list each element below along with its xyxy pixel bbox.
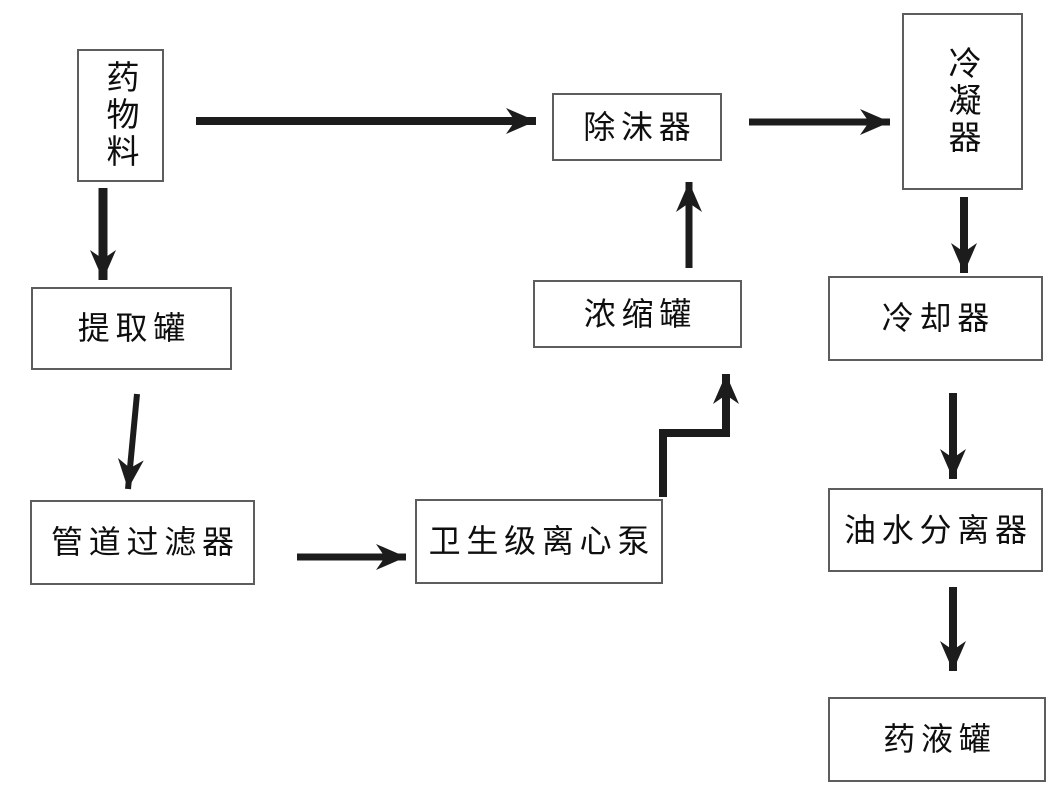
node-oil-water-separator: 油水分离器 [828, 488, 1043, 572]
arrow-extraction-tank-to-pipeline-filter [117, 393, 144, 490]
node-drug-material: 药物料 [77, 49, 164, 182]
node-condenser: 冷凝器 [902, 13, 1023, 190]
node-sanitary-centrifugal-pump: 卫生级离心泵 [415, 499, 663, 584]
node-medicine-liquid-tank: 药液罐 [828, 697, 1046, 782]
node-concentration-tank: 浓缩罐 [533, 280, 742, 348]
arrow-sanitary-pump-to-concentration-tank [659, 374, 739, 497]
node-extraction-tank: 提取罐 [31, 287, 232, 370]
node-demister: 除沫器 [552, 93, 722, 161]
node-cooler: 冷却器 [828, 276, 1043, 361]
node-pipeline-filter: 管道过滤器 [30, 500, 255, 585]
